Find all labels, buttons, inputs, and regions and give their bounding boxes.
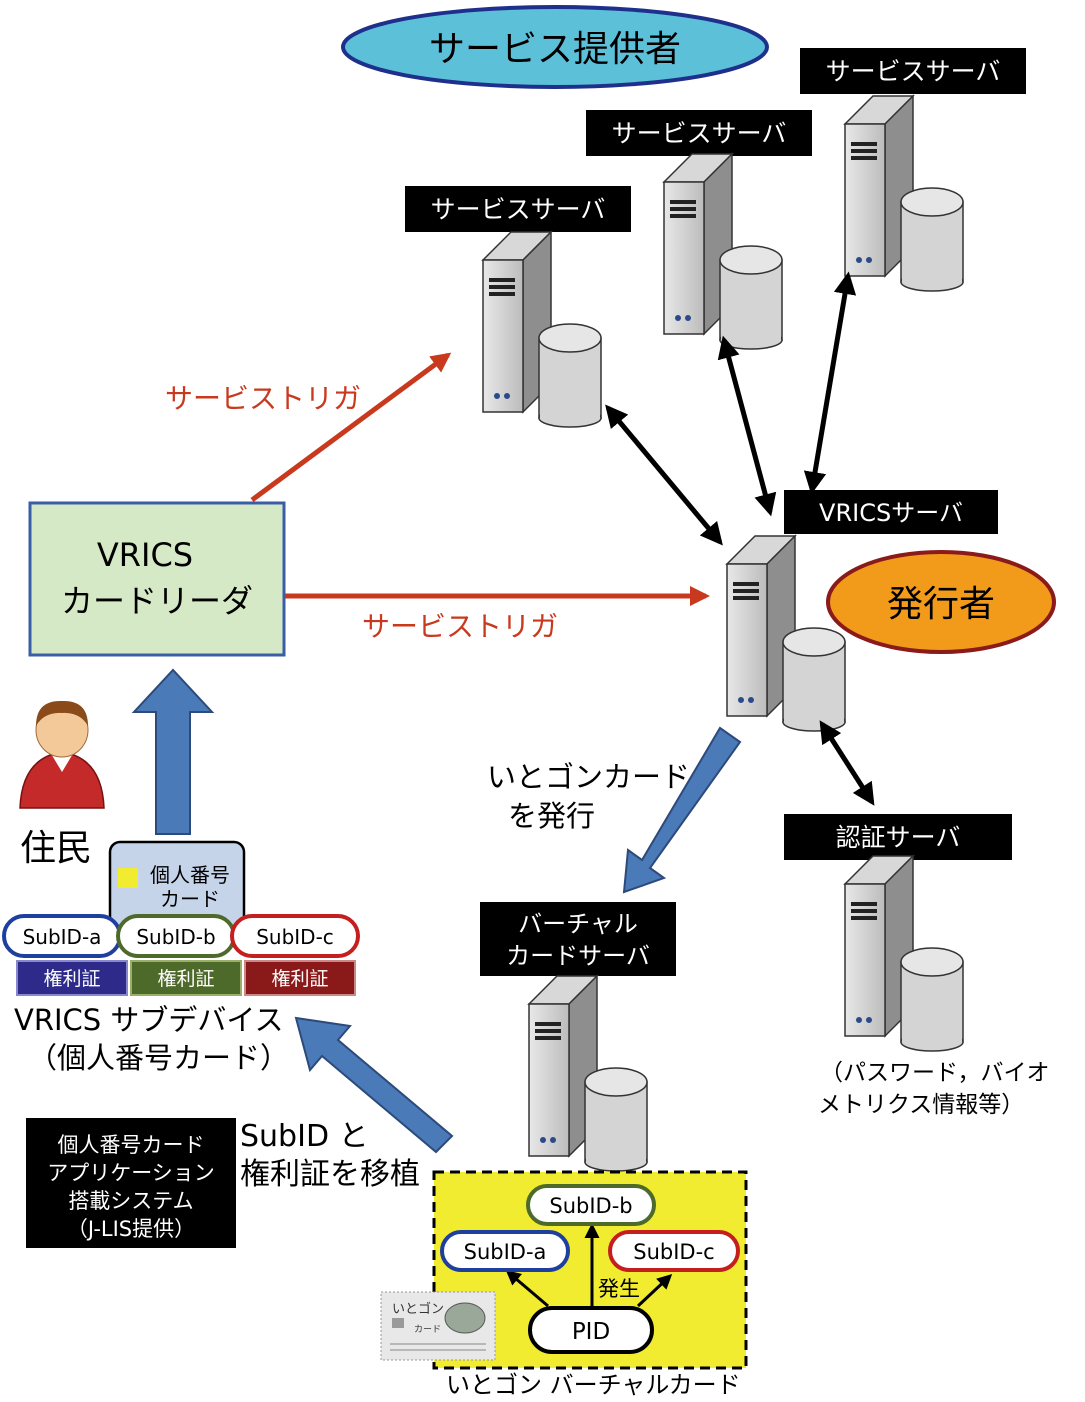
auth-server-label-box xyxy=(784,814,1012,860)
service-server-label-2: サービスサーバ xyxy=(612,119,787,148)
service-server-label-box-1 xyxy=(405,186,631,232)
trigger-arrow-upper xyxy=(250,352,452,503)
trigger-label-upper: サービストリガ xyxy=(165,382,361,415)
jlis-line1: 個人番号カード xyxy=(58,1133,205,1157)
svg-text:いとゴン: いとゴン xyxy=(392,1301,444,1317)
service-server-label-3: サービスサーバ xyxy=(826,57,1001,86)
pid-pill xyxy=(528,1306,654,1354)
rights-cert-b-label: 権利証 xyxy=(157,968,214,990)
card-reader-label-line2: カードリーダ xyxy=(61,582,253,620)
card-label-line2: カード xyxy=(160,887,220,911)
jlis-system-box xyxy=(26,1118,236,1248)
service-server-label-1: サービスサーバ xyxy=(431,195,606,224)
rights-cert-c-label: 権利証 xyxy=(271,968,328,990)
vrics-auth-arrow xyxy=(819,720,875,806)
vrics-card-reader xyxy=(28,501,286,657)
virtual-card-server-icon xyxy=(528,975,648,1172)
subid-c-label: SubID-c xyxy=(256,925,334,949)
service-server-label-box-2 xyxy=(586,110,812,156)
issue-card-label-line2: を発行 xyxy=(508,799,595,833)
vrics-server-label: VRICSサーバ xyxy=(819,499,963,527)
trigger-label-lower: サービストリガ xyxy=(362,610,558,643)
subdevice-label-line2: （個人番号カード） xyxy=(28,1041,289,1075)
virtual-card-server-label-box xyxy=(480,902,676,976)
transfer-arrow xyxy=(294,1016,454,1154)
subdevice-label-line1: VRICS サブデバイス xyxy=(14,1003,284,1037)
rights-cert-a xyxy=(16,960,128,996)
service-server-1-icon xyxy=(482,231,602,428)
subid-c-pill xyxy=(230,914,360,958)
vrics-server-label-box xyxy=(784,490,998,534)
transfer-label-line2: 権利証を移植 xyxy=(240,1157,420,1192)
virtual-subid-a-label: SubID-a xyxy=(464,1240,547,1264)
vrics-service1-arrow xyxy=(605,404,723,546)
virtual-card-server-label-line1: バーチャル xyxy=(518,910,638,938)
resident-label: 住民 xyxy=(20,828,92,869)
auth-note-line1: （パスワード，バイオ xyxy=(820,1060,1050,1086)
virtual-subid-b-pill xyxy=(526,1184,656,1226)
auth-server-label: 認証サーバ xyxy=(836,823,961,852)
virtual-subid-c-label: SubID-c xyxy=(633,1240,714,1264)
jlis-line4: （J-LIS提供） xyxy=(67,1217,195,1241)
auth-note-line2: メトリクス情報等） xyxy=(818,1092,1024,1118)
vrics-server-icon xyxy=(726,535,846,732)
pid-to-subid-c-arrow xyxy=(636,1273,673,1308)
service-server-label-box-3 xyxy=(800,48,1026,94)
transfer-label-line1: SubID と xyxy=(240,1119,369,1154)
card-label-line1: 個人番号 xyxy=(150,863,230,887)
itogon-card-thumbnail: いとゴン カード xyxy=(380,1291,496,1361)
service-server-2-icon xyxy=(663,153,783,350)
up-arrow-to-reader xyxy=(131,668,215,835)
virtual-subid-b-label: SubID-b xyxy=(549,1194,632,1218)
jlis-line3: 搭載システム xyxy=(68,1189,193,1213)
virtual-card-caption: いとゴン バーチャルカード xyxy=(446,1371,741,1399)
virtual-subid-c-pill xyxy=(608,1230,740,1272)
card-chip-icon xyxy=(118,868,138,888)
pid-label: PID xyxy=(572,1319,610,1345)
generate-label: 発生 xyxy=(598,1277,640,1301)
virtual-subid-a-pill xyxy=(440,1230,570,1272)
issue-card-label-line1: いとゴンカード xyxy=(487,760,690,794)
auth-server-icon xyxy=(844,855,964,1052)
virtual-card-server-label-line2: カードサーバ xyxy=(506,942,650,970)
issuer-label: 発行者 xyxy=(887,584,995,625)
pid-to-subid-a-arrow xyxy=(505,1270,549,1308)
service-provider-ellipse xyxy=(341,5,769,89)
svg-text:カード: カード xyxy=(414,1324,441,1335)
subid-a-label: SubID-a xyxy=(23,925,102,949)
rights-cert-a-label: 権利証 xyxy=(43,968,100,990)
subid-b-label: SubID-b xyxy=(136,925,215,949)
resident-person-icon xyxy=(19,700,105,809)
service-provider-label: サービス提供者 xyxy=(429,29,681,70)
service-server-3-icon xyxy=(844,95,964,292)
vrics-service3-arrow xyxy=(803,271,857,495)
jlis-line2: アプリケーション xyxy=(47,1161,215,1185)
rights-cert-c xyxy=(244,960,356,996)
issue-card-arrow xyxy=(622,726,742,894)
issuer-ellipse xyxy=(826,550,1056,654)
vrics-service2-arrow xyxy=(717,335,777,517)
card-reader-label-line1: VRICS xyxy=(97,536,193,574)
rights-cert-b xyxy=(130,960,242,996)
